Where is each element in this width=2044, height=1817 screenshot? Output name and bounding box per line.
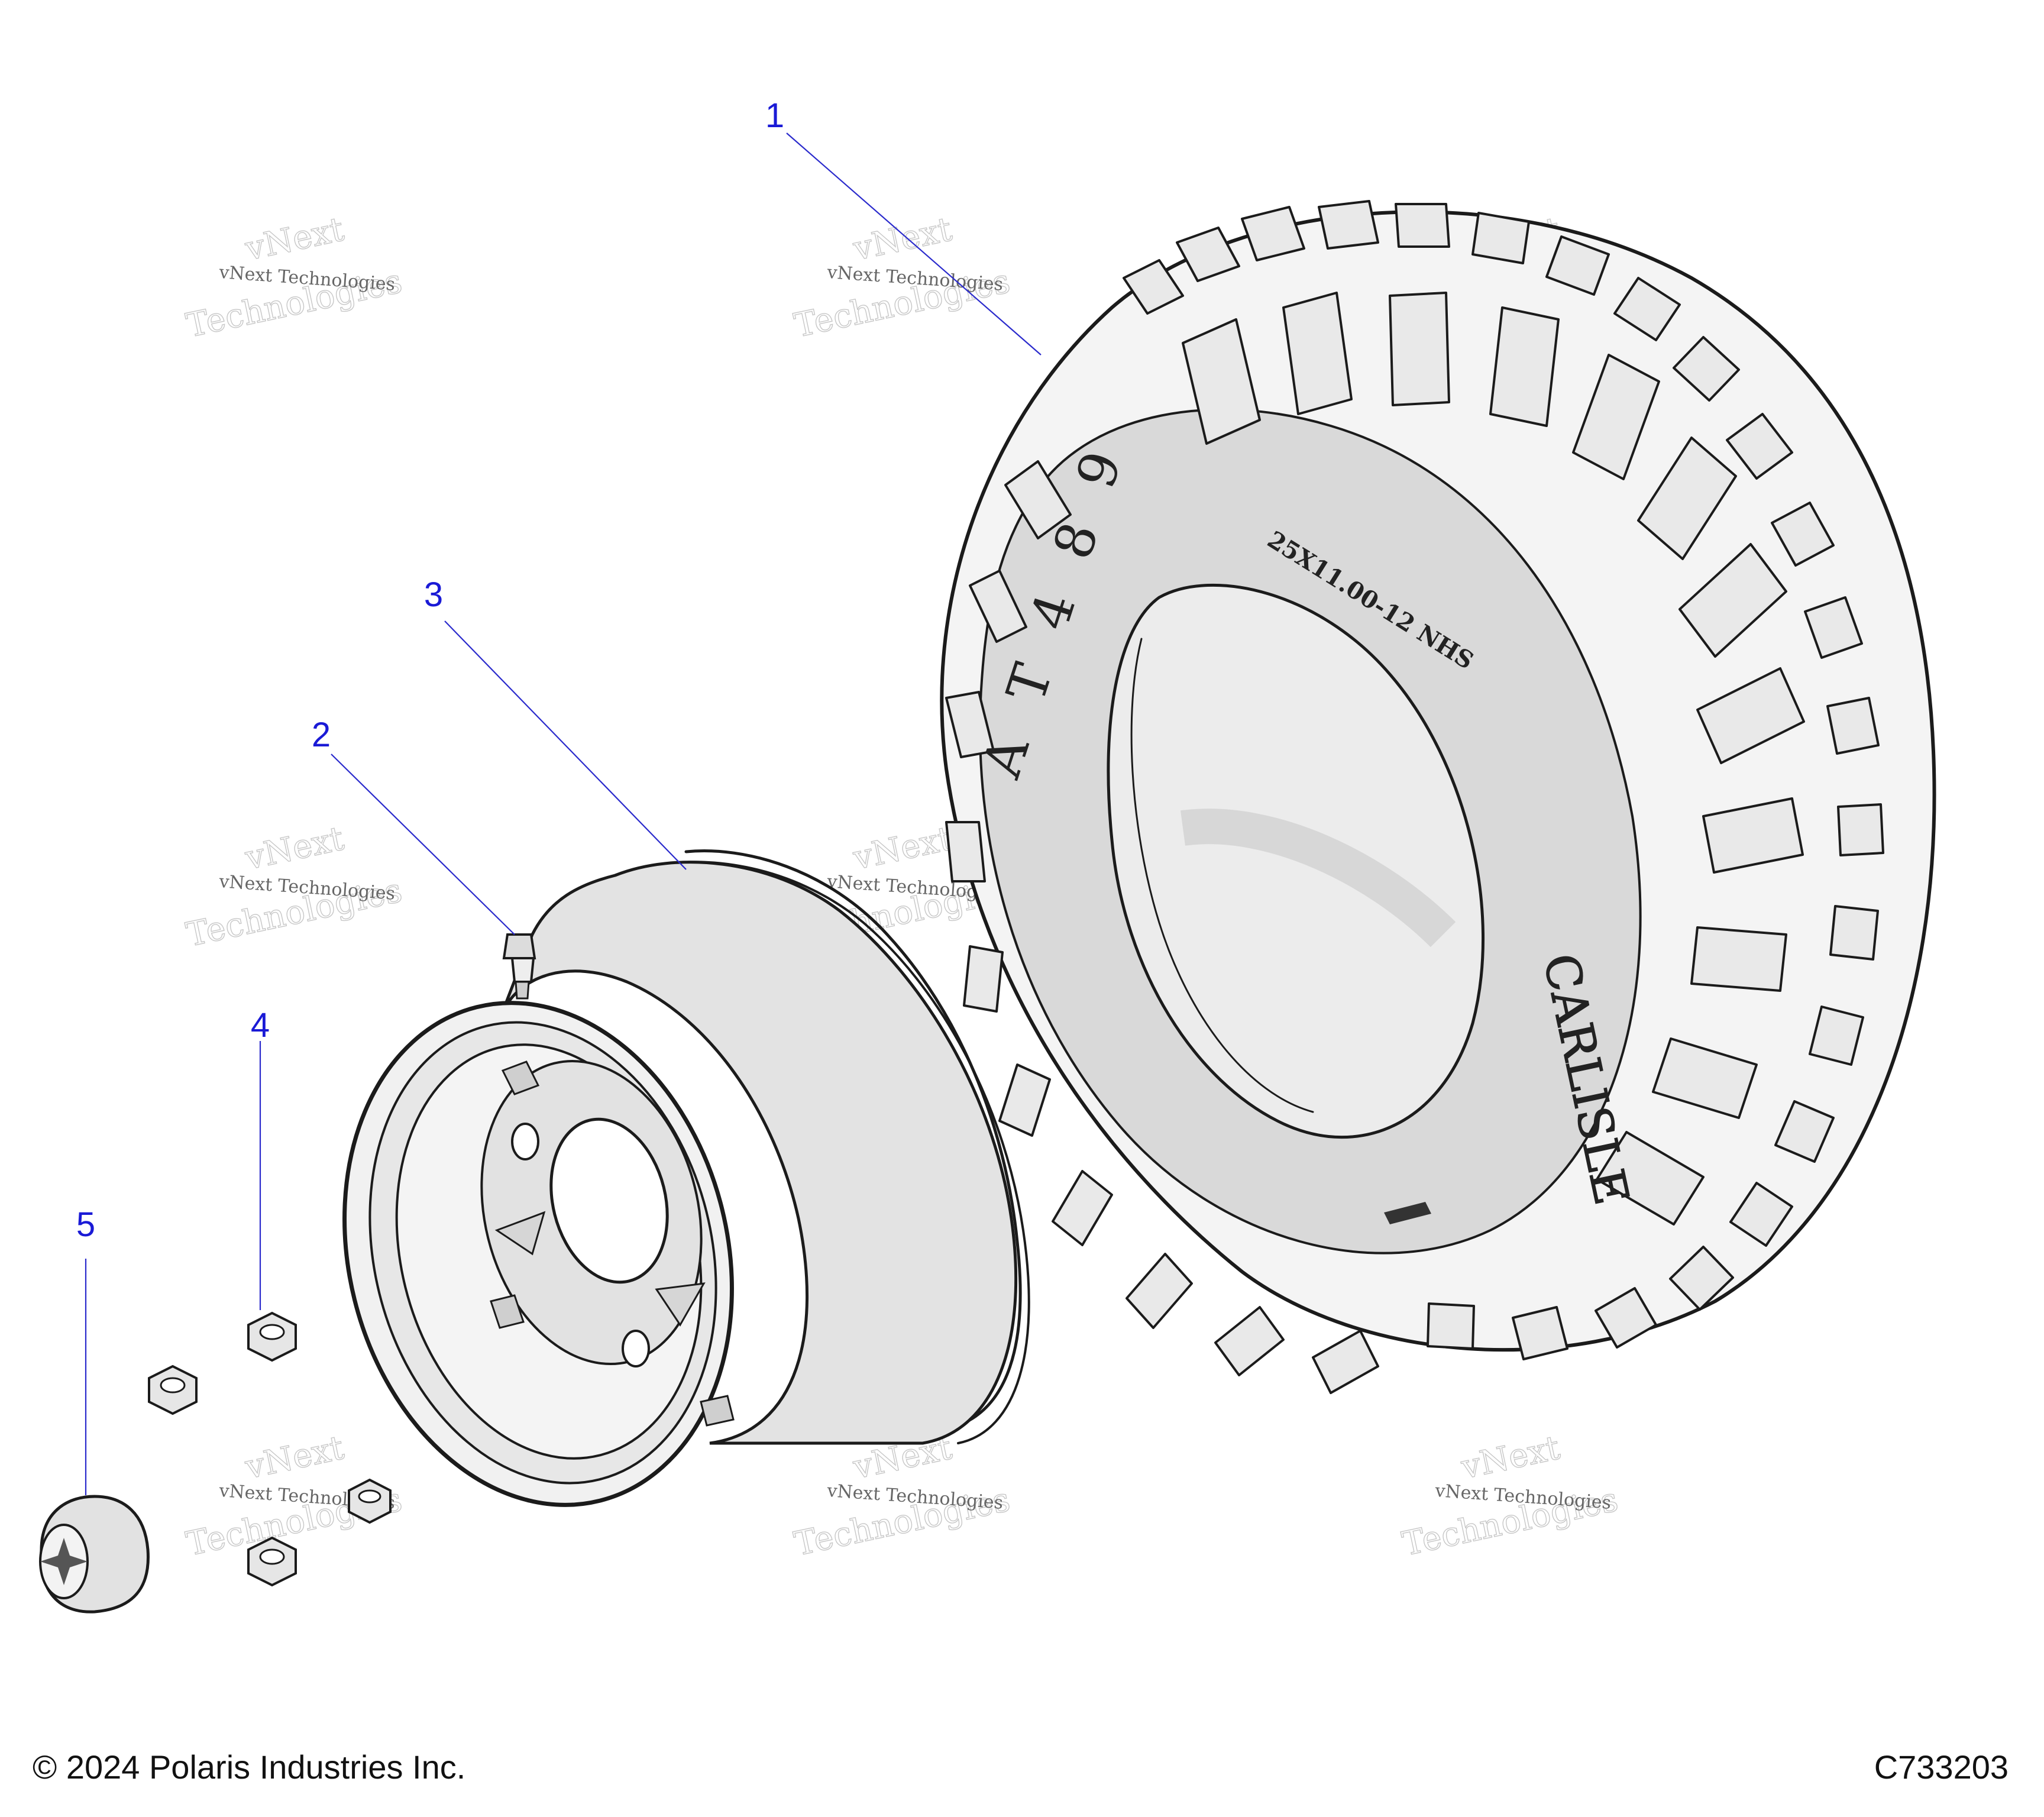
callouts: 1 2 3 4 5	[76, 96, 1042, 1495]
watermark-big-line-1: vNext	[1457, 1428, 1563, 1487]
callout-2: 2	[312, 716, 331, 754]
wheel-rim	[342, 849, 1030, 1507]
lug-nuts	[148, 1311, 392, 1587]
callout-1: 1	[765, 96, 784, 135]
watermark-big-line-1: vNext	[849, 210, 955, 269]
callout-3: 3	[424, 576, 443, 614]
callout-4: 4	[251, 1006, 270, 1045]
valve-stem	[502, 933, 536, 1000]
tread-lugs	[945, 200, 1884, 1394]
polaris-star-icon	[40, 1538, 88, 1585]
lug-nut	[247, 1311, 297, 1362]
copyright-notice: © 2024 Polaris Industries Inc.	[33, 1748, 466, 1786]
callout-5: 5	[76, 1205, 95, 1244]
watermark-big-line-1: vNext	[849, 819, 955, 878]
lug-nut	[247, 1536, 297, 1587]
watermark-big-line-1: vNext	[241, 819, 347, 878]
tire: A T 4 8 9 25X11.00-12 NHS CARLISLE	[940, 200, 1936, 1394]
lug-nut	[348, 1478, 392, 1524]
center-cap	[39, 1495, 150, 1614]
figure-code: C733203	[1874, 1748, 2009, 1786]
watermark-big-line-1: vNext	[241, 1428, 347, 1487]
watermark-big-line-1: vNext	[241, 210, 347, 269]
lug-nut	[148, 1365, 198, 1415]
